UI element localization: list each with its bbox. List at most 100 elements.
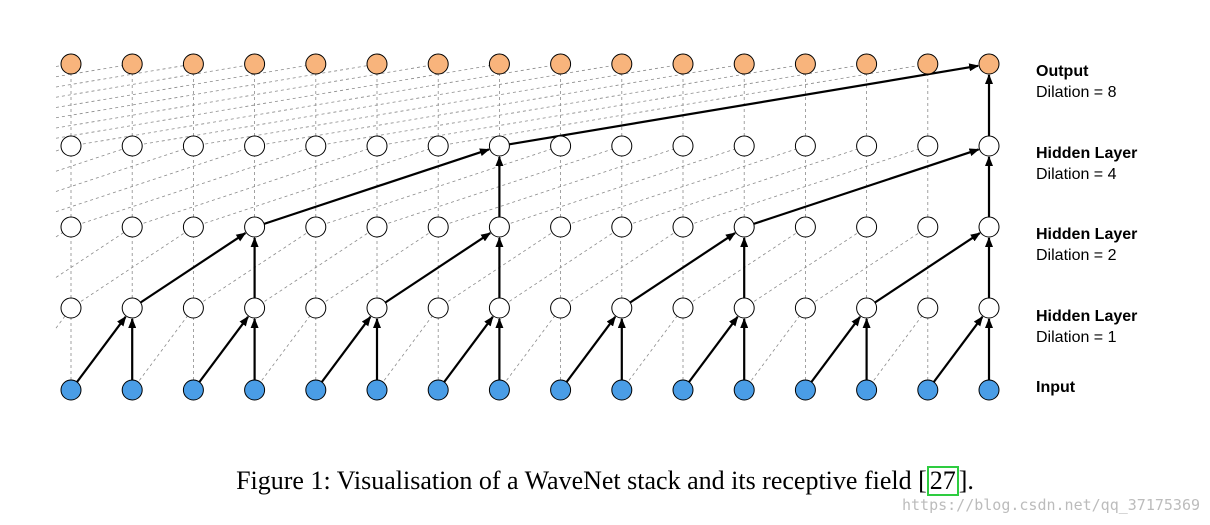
hidden1-node — [244, 297, 266, 319]
dashed-edge — [55, 63, 500, 139]
hidden3-node — [611, 135, 633, 157]
hidden2-node — [427, 216, 449, 238]
output-node — [427, 53, 449, 75]
arrow — [320, 316, 372, 383]
hidden1-node — [794, 297, 816, 319]
dashed-edge — [560, 145, 806, 228]
hidden2-node — [856, 216, 878, 238]
dashed-edge — [438, 145, 684, 228]
input-node — [550, 379, 572, 401]
dashed-edge — [743, 226, 867, 309]
caption-open-bracket: [ — [918, 466, 927, 495]
input-node — [305, 379, 327, 401]
output-node — [917, 53, 939, 75]
arrow — [384, 232, 492, 304]
hidden3-node — [244, 135, 266, 157]
hidden1-node — [121, 297, 143, 319]
hidden2-node — [733, 216, 755, 238]
input-node — [121, 379, 143, 401]
output-title: Output — [1036, 63, 1089, 80]
dashed-edge — [55, 145, 133, 172]
dashed-edge — [70, 145, 316, 228]
hidden2-node — [794, 216, 816, 238]
dashed-edge — [866, 307, 929, 391]
dashed-edge — [499, 145, 745, 228]
caption-close-bracket: ]. — [958, 466, 974, 495]
dashed-edge — [55, 63, 194, 88]
arrow — [139, 232, 247, 304]
dashed-edge — [55, 145, 194, 192]
dashed-edge — [805, 226, 929, 309]
arrow — [688, 316, 739, 383]
hidden3-node — [856, 135, 878, 157]
input-node — [856, 379, 878, 401]
hidden3-node — [488, 135, 510, 157]
hidden2-node — [305, 216, 327, 238]
dashed-edge — [254, 63, 745, 147]
hidden3-node — [366, 135, 388, 157]
hidden3-node — [733, 135, 755, 157]
citation-link[interactable]: 27 — [926, 466, 959, 496]
receptive-field-arrows — [76, 63, 993, 383]
hidden2-node — [366, 216, 388, 238]
arrow — [263, 148, 490, 225]
dashed-edge — [621, 145, 867, 228]
hidden2-node — [60, 216, 82, 238]
input-node — [917, 379, 939, 401]
arrow — [810, 316, 861, 383]
input-node — [182, 379, 204, 401]
nodes — [60, 53, 1000, 401]
hidden2-node — [488, 216, 510, 238]
hidden1-node — [611, 297, 633, 319]
dashed-edge — [55, 63, 378, 119]
dashed-edge — [132, 63, 622, 147]
caption-text: Figure 1: Visualisation of a WaveNet sta… — [236, 466, 919, 495]
hidden1-node — [488, 297, 510, 319]
hidden3-node — [978, 135, 1000, 157]
arrow — [565, 316, 617, 383]
input-node — [733, 379, 755, 401]
hidden3-dilation: Dilation = 4 — [1036, 166, 1117, 183]
arrow — [509, 63, 980, 146]
dashed-edge — [131, 307, 194, 391]
hidden3-title: Hidden Layer — [1036, 145, 1137, 162]
hidden2-dilation: Dilation = 2 — [1036, 247, 1117, 264]
arrow — [753, 148, 980, 225]
output-node — [978, 53, 1000, 75]
dashed-edge — [499, 307, 561, 391]
dashed-edge — [376, 63, 867, 147]
dashed-edge — [315, 145, 561, 228]
output-node — [794, 53, 816, 75]
hidden2-node — [182, 216, 204, 238]
output-node — [60, 53, 82, 75]
hidden3-node — [121, 135, 143, 157]
arrow — [443, 316, 494, 383]
output-node — [121, 53, 143, 75]
hidden1-node — [366, 297, 388, 319]
input-node — [794, 379, 816, 401]
hidden1-node — [733, 297, 755, 319]
input-node — [978, 379, 1000, 401]
dashed-edge — [743, 307, 806, 391]
dashed-edge — [438, 63, 928, 147]
hidden3-node — [794, 135, 816, 157]
output-node — [366, 53, 388, 75]
output-node — [182, 53, 204, 75]
arrow — [932, 316, 984, 383]
arrow — [874, 232, 981, 304]
hidden1-node — [427, 297, 449, 319]
hidden2-node — [550, 216, 572, 238]
dashed-edge — [70, 226, 194, 309]
dashed-edge — [315, 226, 439, 309]
hidden3-node — [550, 135, 572, 157]
dashed-edge — [55, 145, 255, 213]
hidden1-node — [182, 297, 204, 319]
hidden1-title: Hidden Layer — [1036, 308, 1137, 325]
dashed-edge — [55, 63, 133, 78]
hidden3-node — [917, 135, 939, 157]
dashed-edge — [376, 307, 439, 391]
hidden1-dilation: Dilation = 1 — [1036, 329, 1117, 346]
dashed-edge — [682, 145, 928, 228]
hidden2-node — [917, 216, 939, 238]
hidden2-node — [121, 216, 143, 238]
